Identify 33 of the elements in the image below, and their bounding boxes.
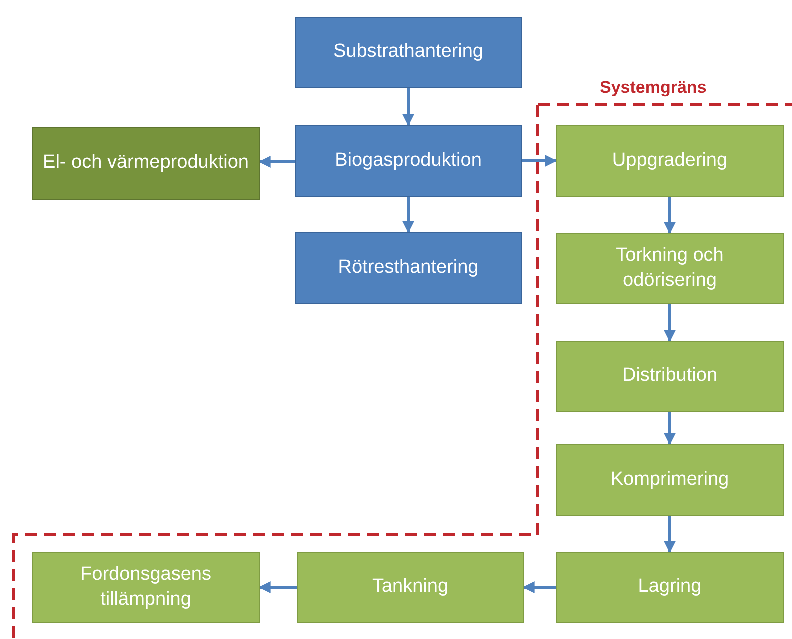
process-box: [295, 17, 522, 88]
process-box: [32, 552, 260, 623]
box-label: Torkning och odörisering: [615, 244, 725, 292]
arrow: [664, 412, 676, 446]
arrow: [258, 582, 297, 594]
box-label: Tankning: [372, 575, 449, 600]
arrow: [402, 88, 414, 126]
arrow: [522, 155, 558, 167]
arrow: [664, 197, 676, 234]
process-box: [556, 444, 784, 516]
process-box: [295, 232, 522, 304]
process-box: [295, 125, 522, 197]
box-label: Biogasproduktion: [335, 148, 482, 173]
process-box: [556, 341, 784, 412]
arrow: [664, 516, 676, 554]
boundary-label: Systemgräns: [600, 78, 707, 98]
process-box: [556, 125, 784, 197]
box-label: Komprimering: [610, 468, 730, 492]
box-label: Lagring: [638, 575, 702, 600]
arrow: [664, 304, 676, 342]
arrow: [402, 197, 414, 234]
arrow: [258, 156, 295, 168]
box-label: Substrathantering: [334, 40, 484, 64]
box-label: Fordonsgasens tillämpning: [80, 562, 212, 612]
box-label: Distribution: [622, 364, 718, 388]
box-label: Uppgradering: [612, 148, 728, 173]
process-box: [297, 552, 524, 623]
box-label: Rötresthantering: [338, 256, 479, 280]
arrow: [522, 582, 556, 594]
process-box: [32, 127, 260, 200]
process-box: [556, 552, 784, 623]
process-box: [556, 233, 784, 304]
box-label: El- och värmeproduktion: [43, 151, 249, 176]
